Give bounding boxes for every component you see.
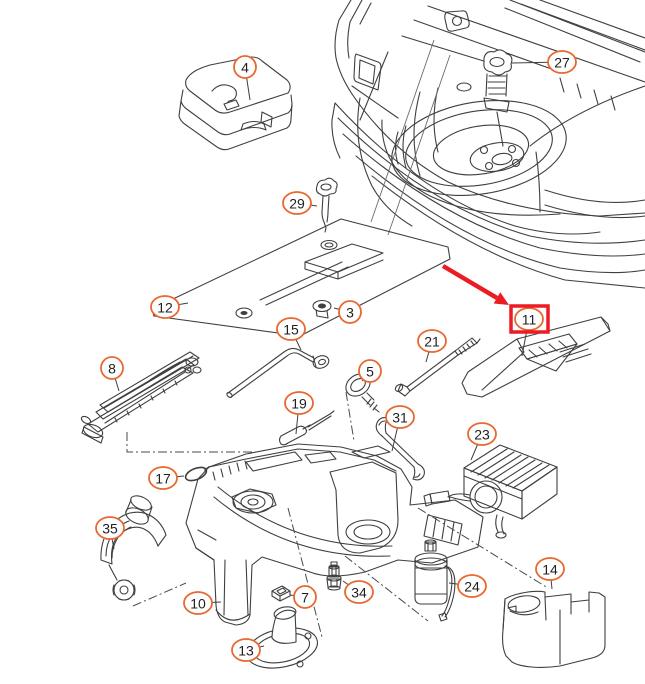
callout-17[interactable]: 17 <box>148 466 185 490</box>
crank-bracket-drawing <box>100 495 167 601</box>
wheel-bolt-tool-drawing <box>394 337 481 397</box>
sealant-bottle-drawing <box>414 539 456 622</box>
callout-34[interactable]: 34 <box>342 580 374 604</box>
callout-number: 11 <box>522 312 537 328</box>
open-end-wrench-drawing <box>375 417 425 481</box>
callout-13[interactable]: 13 <box>231 638 265 662</box>
callout-number: 10 <box>190 596 206 612</box>
callout-number: 13 <box>238 643 254 659</box>
callout-number: 7 <box>301 590 309 606</box>
callout-number: 35 <box>102 521 118 537</box>
callout-number: 27 <box>554 55 570 71</box>
tool-tray-drawing <box>185 443 484 626</box>
callout-number: 3 <box>346 305 354 321</box>
callout-27[interactable]: 27 <box>511 50 577 74</box>
callout-10[interactable]: 10 <box>183 591 222 615</box>
highlight-annotation-layer <box>441 264 550 334</box>
callout-11[interactable]: 11 <box>514 307 544 357</box>
callout-number: 24 <box>464 579 480 595</box>
callout-29[interactable]: 29 <box>282 191 318 215</box>
callout-number: 8 <box>108 361 116 377</box>
highlight-arrow <box>441 264 509 305</box>
callout-19[interactable]: 19 <box>284 391 314 435</box>
callout-23[interactable]: 23 <box>467 422 497 461</box>
clip-drawing <box>271 585 291 602</box>
trunk-cover-panel-drawing <box>151 218 451 337</box>
valve-adapter-drawing <box>326 561 342 591</box>
screwdriver-drawing <box>278 410 335 446</box>
wheel-chock-drawing <box>461 316 611 398</box>
callout-number: 5 <box>366 364 374 380</box>
foam-block-drawing <box>502 590 606 668</box>
assembly-dash-lines <box>126 391 549 638</box>
callout-number: 31 <box>392 410 408 426</box>
callout-number: 21 <box>424 334 440 350</box>
callout-number: 19 <box>291 396 307 412</box>
callout-number: 14 <box>542 562 558 578</box>
callout-24[interactable]: 24 <box>448 574 487 598</box>
funnel-drawing <box>246 606 318 669</box>
spare-wheel-drawing <box>391 99 567 197</box>
callout-14[interactable]: 14 <box>535 557 565 590</box>
callout-7[interactable]: 7 <box>289 585 317 609</box>
callout-number: 4 <box>241 60 249 76</box>
callout-number: 23 <box>474 427 490 443</box>
callout-5[interactable]: 5 <box>358 359 382 383</box>
first-aid-box-drawing <box>178 56 293 151</box>
callout-4[interactable]: 4 <box>233 55 257 101</box>
callout-number: 17 <box>155 471 171 487</box>
callout-number: 15 <box>283 322 299 338</box>
spare-wheel-bolt-drawing <box>483 49 513 147</box>
callout-35[interactable]: 35 <box>95 516 125 550</box>
car-rear-trunk-drawing <box>331 0 645 289</box>
callout-21[interactable]: 21 <box>417 329 447 363</box>
callout-31[interactable]: 31 <box>385 405 415 452</box>
callout-number: 34 <box>351 585 367 601</box>
twist-fastener-drawing <box>315 177 338 233</box>
callout-3[interactable]: 3 <box>333 300 362 324</box>
location-leader-lines <box>370 39 451 236</box>
scissor-jack-drawing <box>80 351 202 444</box>
callout-15[interactable]: 15 <box>276 317 306 351</box>
callout-number: 12 <box>157 300 173 316</box>
spring-clip-ring-drawing <box>184 466 210 482</box>
callouts-layer: 4 27 29 12 3 15 21 11 8 5 19 31 23 17 35 10 7 34 24 14 13 <box>95 50 577 662</box>
callout-12[interactable]: 12 <box>150 295 189 319</box>
callout-number: 29 <box>289 196 305 212</box>
grommet-drawing <box>312 299 332 319</box>
highlight-box-target-11 <box>509 304 550 334</box>
callout-8[interactable]: 8 <box>100 356 124 392</box>
lug-wrench-drawing <box>226 347 330 399</box>
